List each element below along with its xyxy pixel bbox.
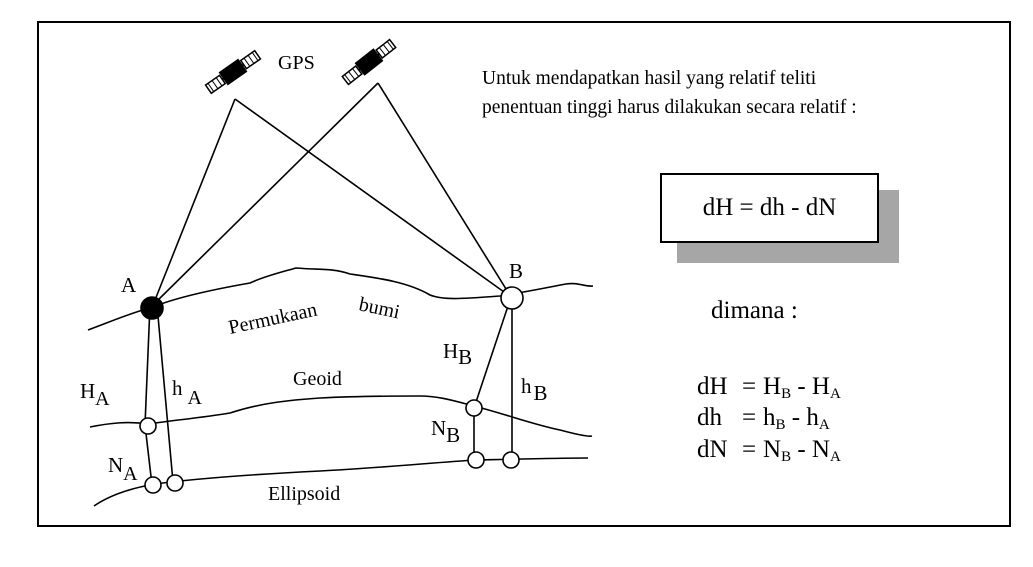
line-b-orthometric (473, 299, 511, 409)
equation-equals: = (741, 436, 757, 463)
equation-subscript-2: A (818, 417, 830, 433)
geoid-label: Geoid (293, 368, 342, 390)
surface-label-bumi: bumi (357, 293, 402, 323)
equation-subscript-2: A (829, 386, 841, 402)
satellite-icon-left (204, 49, 262, 95)
point-b-marker (500, 286, 524, 310)
note-line-2: penentuan tinggi harus dilakukan secara … (482, 97, 857, 118)
equation-subscript-1: B (775, 417, 786, 433)
point-a-ellipsoid-1 (144, 476, 162, 494)
where-label: dimana : (711, 297, 798, 324)
equation-operator: - (791, 436, 812, 463)
point-b-ellipsoid-2 (502, 451, 520, 469)
label-h-lower-b: hB (521, 374, 548, 405)
equation-operator: - (785, 404, 807, 431)
equation-term-2: N (811, 436, 830, 463)
label-n-b: NB (431, 416, 460, 447)
equation-term-1: N (763, 436, 782, 463)
equation-operator: - (791, 373, 812, 400)
signal-line-sat1-b (234, 98, 512, 298)
point-a-geoid (139, 417, 157, 435)
point-a-ellipsoid-2 (166, 474, 184, 492)
equation-lhs: dN (697, 436, 728, 463)
point-b-ellipsoid-1 (467, 451, 485, 469)
explanation-note: Untuk mendapatkan hasil yang relatif tel… (482, 64, 1002, 122)
line-a-ellipsoidal (156, 304, 174, 483)
equation-lhs: dH (697, 373, 728, 400)
label-n-a: NA (108, 453, 138, 485)
label-h-upper-a: HA (80, 379, 110, 410)
line-a-geoid-height (144, 424, 153, 486)
satellite-icon-right (341, 38, 397, 86)
point-b-label: B (509, 259, 523, 283)
main-equation-box: dH = dh - dN (660, 173, 879, 243)
equation-term-1: h (763, 404, 776, 431)
equation-term-2: H (811, 373, 830, 400)
point-a-marker (140, 296, 164, 320)
geoid-line (89, 395, 593, 437)
equation-row: dh=hB - hA (697, 404, 830, 434)
earth-surface-line (87, 267, 594, 331)
equation-equals: = (741, 404, 757, 431)
equation-row: dN=NB - NA (697, 436, 841, 466)
signal-line-sat1-a (152, 98, 236, 306)
equation-term-2: h (806, 404, 819, 431)
equation-row: dH=HB - HA (697, 373, 841, 403)
note-line-1: Untuk mendapatkan hasil yang relatif tel… (482, 68, 817, 89)
point-a-label: A (121, 273, 137, 297)
equation-term-1: H (763, 373, 782, 400)
gps-label: GPS (278, 52, 315, 74)
equation-subscript-1: B (781, 386, 792, 402)
outer-frame (37, 21, 1011, 527)
equation-subscript-1: B (781, 449, 792, 465)
equation-lhs: dh (697, 404, 722, 431)
label-h-upper-b: HB (443, 339, 472, 369)
equation-subscript-2: A (829, 449, 841, 465)
main-equation: dH = dh - dN (702, 194, 837, 221)
point-b-geoid (465, 399, 483, 417)
signal-line-sat2-a (152, 82, 379, 306)
equation-equals: = (741, 373, 757, 400)
line-a-orthometric (144, 304, 151, 426)
signal-line-sat2-b (377, 82, 512, 298)
surface-label-permukaan: Permukaan (226, 299, 319, 339)
ellipsoid-label: Ellipsoid (268, 483, 340, 505)
